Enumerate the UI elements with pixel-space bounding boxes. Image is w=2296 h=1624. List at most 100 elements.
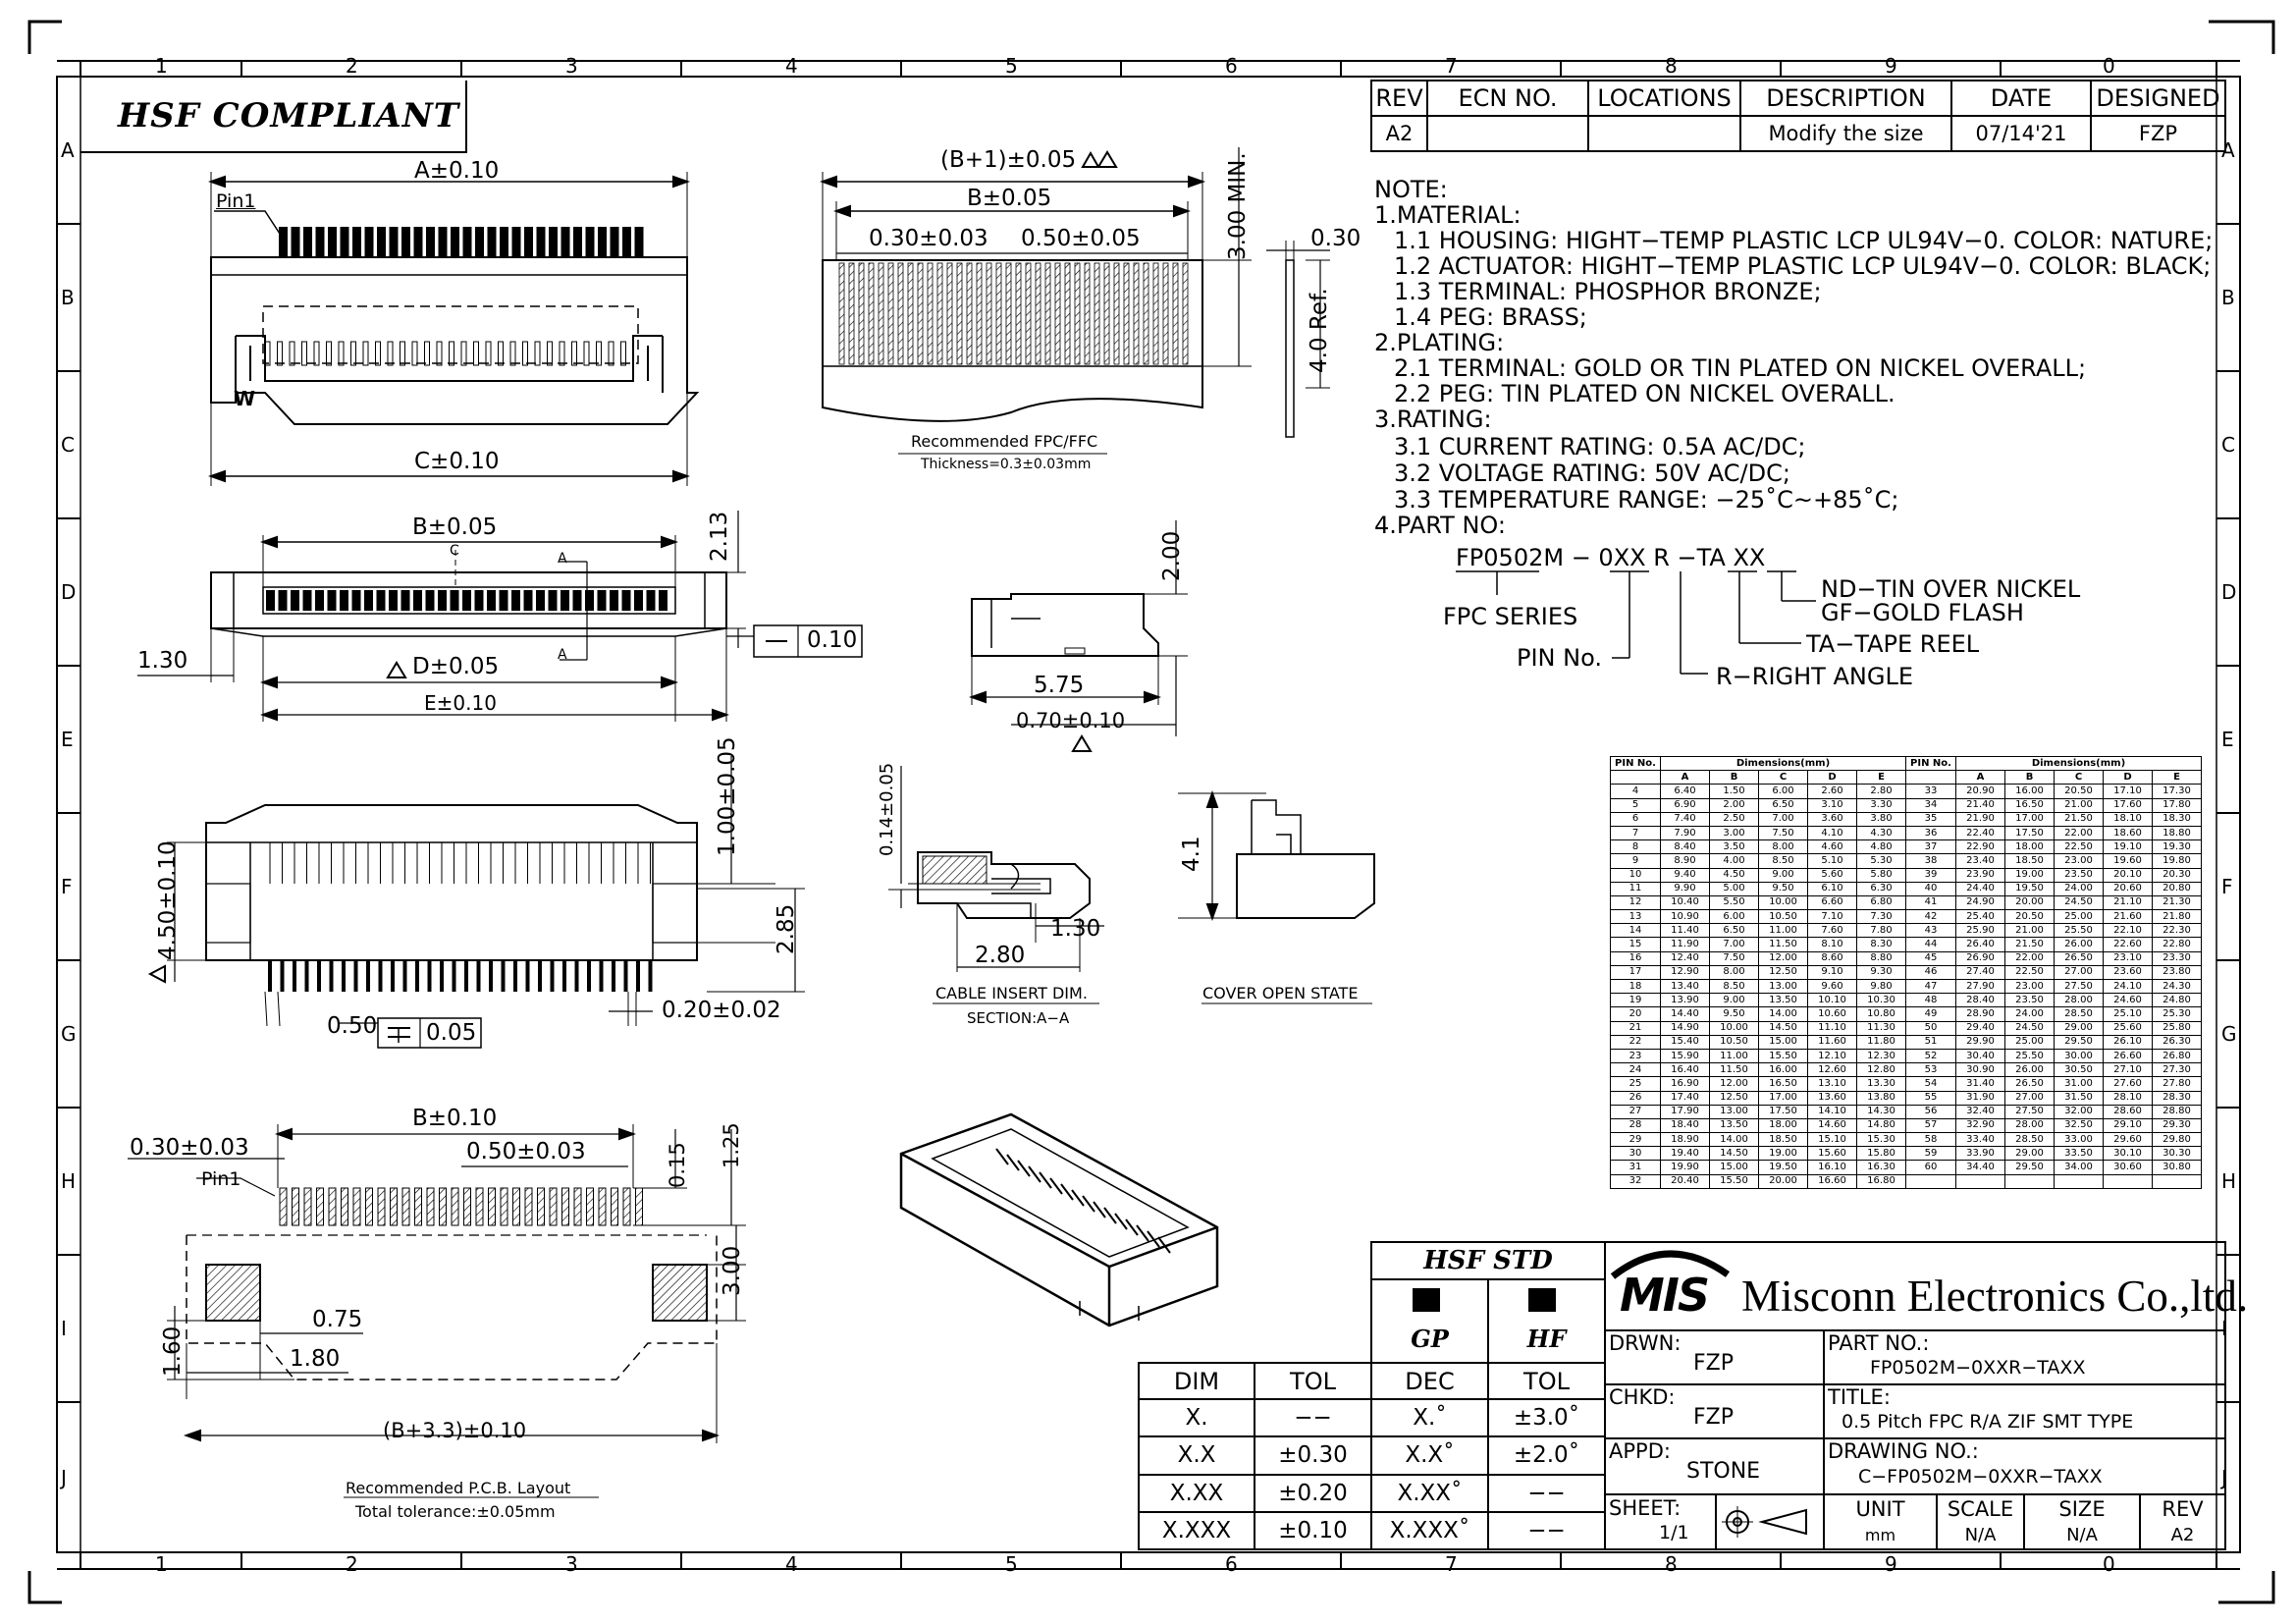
pcb-dim-b: B±0.10 [412, 1106, 498, 1131]
dimension-table-header: PIN No. [1610, 755, 1661, 772]
dimension-table-cell: 9.00 [1758, 867, 1808, 883]
dimension-table-cell: 29.10 [2103, 1117, 2153, 1134]
dimension-table-cell: 6.00 [1709, 909, 1759, 925]
dimension-table-cell: 30.60 [2103, 1160, 2153, 1175]
dimension-table-cell: 8.90 [1660, 853, 1710, 869]
zone-column-label: 0 [2103, 1552, 2115, 1576]
dimension-table-cell: 17.10 [2103, 784, 2153, 799]
dimension-table-cell: 21.60 [2103, 909, 2153, 925]
top-dim-c: C±0.10 [414, 449, 500, 474]
dimension-table-cell: 10.00 [1709, 1020, 1759, 1036]
description-value: Modify the size [1768, 122, 1924, 145]
dimension-table-cell: 27.50 [2004, 1104, 2055, 1119]
dimension-table-cell: 7.60 [1807, 923, 1857, 939]
dimension-table-cell: 18.00 [2004, 839, 2055, 855]
dimension-table-cell [2054, 1173, 2104, 1189]
top-w-mark: W [234, 387, 256, 410]
dimension-table-cell: 9.50 [1758, 881, 1808, 896]
section-view-drawing [888, 766, 1104, 1004]
pcb-dim-b33: (B+3.3)±0.10 [383, 1419, 527, 1442]
dimension-table-cell: 32.90 [1955, 1117, 2005, 1134]
legend-plating-1: ND−TIN OVER NICKEL [1821, 575, 2081, 603]
zone-row-label: D [61, 580, 77, 604]
dimension-table-cell: 30.00 [2054, 1048, 2104, 1064]
zone-column-label: 0 [2103, 54, 2115, 78]
dimension-table-cell: 42 [1905, 909, 1956, 925]
dimension-table-cell: 59 [1905, 1146, 1956, 1162]
sheet-value: 1/1 [1659, 1522, 1689, 1543]
front-dim-e: E±0.10 [424, 691, 497, 715]
dimension-table-cell: 9.40 [1660, 867, 1710, 883]
dimension-table-cell: 8.60 [1807, 950, 1857, 966]
dimension-table-cell: 51 [1905, 1034, 1956, 1050]
bottom-dim-020: 0.20±0.02 [662, 998, 781, 1023]
dimension-table-cell: 10.40 [1660, 894, 1710, 911]
revision-flags [147, 150, 1118, 984]
dimension-table-cell: 13.10 [1807, 1076, 1857, 1092]
rev-label: REV [2162, 1497, 2204, 1521]
dimension-table-cell: 24.50 [2004, 1020, 2055, 1036]
tol-dec-header: DEC [1405, 1367, 1455, 1395]
title-block-lines [1604, 1241, 2226, 1550]
dimension-table-cell: 11.10 [1807, 1020, 1857, 1036]
dimension-table-cell: 29.40 [1955, 1020, 2005, 1036]
dimension-table-cell: 4.60 [1807, 839, 1857, 855]
top-dim-a: A±0.10 [414, 158, 500, 184]
dimension-table-cell: 28.80 [2152, 1104, 2202, 1119]
tolerance-dim-cell: X.XXX [1161, 1518, 1232, 1543]
zone-column-label: 7 [1445, 1552, 1458, 1576]
dimension-table-cell: 31.50 [2054, 1090, 2104, 1106]
dimension-table-cell: 3.60 [1807, 811, 1857, 827]
note-line: 2.1 TERMINAL: GOLD OR TIN PLATED ON NICK… [1394, 354, 2087, 382]
dimension-table-cell: 27.80 [2152, 1076, 2202, 1092]
dimension-table-header: Dimensions(mm) [1955, 755, 2202, 772]
dimension-table-cell: 18.50 [2004, 853, 2055, 869]
dimension-table-cell: 19.50 [1758, 1160, 1808, 1175]
dimension-table-cell: 29.50 [2054, 1034, 2104, 1050]
drwn-value: FZP [1693, 1351, 1734, 1376]
dimension-table-cell: 13 [1610, 909, 1661, 925]
dimension-table-cell: 24.00 [2004, 1006, 2055, 1022]
dimension-table-cell: 12.60 [1807, 1062, 1857, 1078]
dimension-table-cell: 50 [1905, 1020, 1956, 1036]
front-view-drawing [137, 511, 863, 722]
rev-value: A2 [1385, 122, 1414, 145]
dimension-table-cell: 4.50 [1709, 867, 1759, 883]
dimension-table-cell: 60 [1905, 1160, 1956, 1175]
side-dim-200: 2.00 [1159, 530, 1185, 581]
dimension-table-cell: 29.60 [2103, 1132, 2153, 1148]
dimension-table-cell: 7.50 [1758, 825, 1808, 841]
dimension-table-cell: 4.30 [1856, 825, 1906, 841]
dimension-table-cell: 21.80 [2152, 909, 2202, 925]
dimension-table-cell: 4 [1610, 784, 1661, 799]
tol-dim-header: DIM [1173, 1367, 1220, 1395]
zone-row-label: E [61, 728, 74, 751]
pcb-pin1-label: Pin1 [201, 1168, 241, 1190]
note-line: 3.2 VOLTAGE RATING: 50V AC/DC; [1394, 460, 1790, 487]
dimension-table-cell: 19.00 [1758, 1146, 1808, 1162]
tol-tol2-header: TOL [1523, 1367, 1570, 1395]
dimension-table-cell: 27.10 [2103, 1062, 2153, 1078]
dimension-table-cell: 33.90 [1955, 1146, 2005, 1162]
dimension-table-cell: 28.50 [2054, 1006, 2104, 1022]
company-name: Misconn Electronics Co.,ltd. [1741, 1272, 2249, 1321]
dimension-table-cell: 4.00 [1709, 853, 1759, 869]
dimension-table-cell: 46 [1905, 964, 1956, 981]
dimension-table-cell: 14 [1610, 923, 1661, 939]
dimension-table-cell: 10.90 [1660, 909, 1710, 925]
dimension-table-cell: 11 [1610, 881, 1661, 896]
dimension-table-cell: D [2103, 770, 2153, 785]
pcb-dim-180: 1.80 [290, 1346, 341, 1372]
zone-column-label: 9 [1885, 1552, 1897, 1576]
dimension-table-cell: 22 [1610, 1034, 1661, 1050]
dimension-table-cell: 28.50 [2004, 1132, 2055, 1148]
rev-header: REV [1375, 84, 1423, 112]
dimension-table-cell: 29.80 [2152, 1132, 2202, 1148]
dimension-table-cell: 25.00 [2054, 909, 2104, 925]
